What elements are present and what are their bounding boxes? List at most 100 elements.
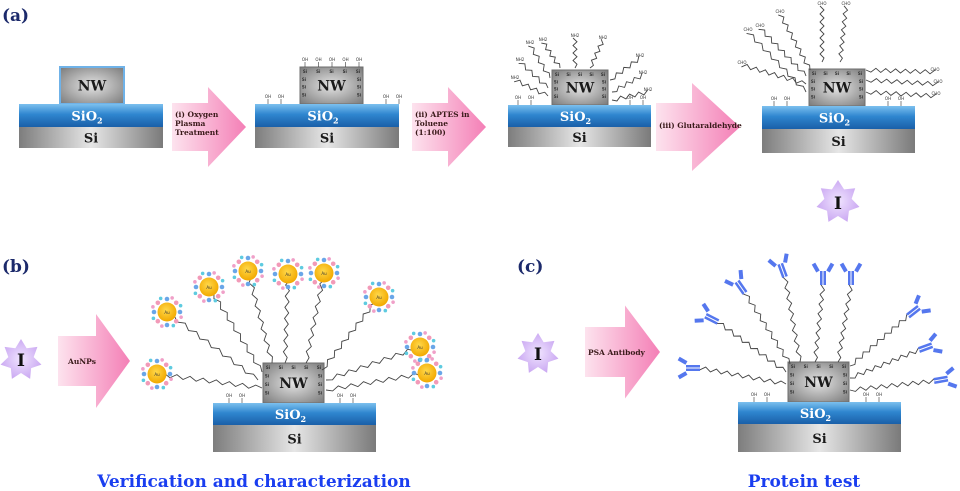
hydroxyl-label: OH <box>302 57 308 62</box>
glutaraldehyde-chain <box>746 32 807 93</box>
ligand-dot <box>411 370 417 376</box>
glutaraldehyde-chain <box>758 28 807 77</box>
antibody-arm <box>738 269 744 280</box>
antibody-icon <box>917 332 943 354</box>
hydroxyl-label: OH <box>784 96 790 101</box>
silicon-label: Si <box>812 71 817 76</box>
ligand-dot <box>437 370 443 376</box>
ligand-dot <box>300 277 304 281</box>
antibody-heavy-chain <box>848 271 851 285</box>
hydroxyl-label: OH <box>342 57 348 62</box>
gold-label: Au <box>285 272 291 277</box>
star-icon-a <box>816 180 860 222</box>
si-label: Si <box>812 432 826 447</box>
ligand-dot <box>418 357 423 362</box>
ligand-dot <box>151 305 155 309</box>
ligand-dot <box>404 344 410 350</box>
aptes-chain <box>572 37 578 69</box>
amine-label: NH2 <box>571 33 580 38</box>
antibody-arm <box>767 258 777 268</box>
amine-label: NH2 <box>639 70 648 75</box>
silicon-label: Si <box>317 365 322 370</box>
silicon-label: Si <box>835 71 840 76</box>
ligand-dot <box>424 357 430 363</box>
ligand-dot <box>221 290 225 294</box>
ligand-dot <box>193 280 197 284</box>
antibody-arm <box>826 262 835 273</box>
silicon-label: Si <box>823 71 828 76</box>
sio2-label: SiO2 <box>819 112 850 128</box>
sio2-label: SiO2 <box>560 110 591 126</box>
silicon-label: Si <box>329 69 334 74</box>
silicon-label: Si <box>843 373 848 378</box>
silicon-label: Si <box>357 85 362 90</box>
ligand-dot <box>141 367 145 371</box>
hydroxyl-label: OH <box>239 393 245 398</box>
ligand-dot <box>321 257 327 263</box>
antibody-icon <box>906 294 931 319</box>
ligand-dot <box>285 258 291 264</box>
nanowire-label: NW <box>317 79 346 95</box>
ligand-dot <box>411 366 415 370</box>
gold-core <box>278 264 298 284</box>
ligand-dot <box>220 278 225 283</box>
hydroxyl-label: OH <box>764 392 770 397</box>
silicon-label: Si <box>790 373 795 378</box>
ligand-dot <box>312 279 318 285</box>
antibody-heavy-chain <box>686 368 700 371</box>
antibody-arm <box>724 279 734 287</box>
ligand-dot <box>438 364 443 369</box>
si-label: Si <box>572 131 586 146</box>
antibody-arm <box>933 348 943 354</box>
gold-label: Au <box>321 271 327 276</box>
ligand-dot <box>173 300 179 306</box>
gold-label: Au <box>164 310 170 315</box>
ligand-dot <box>164 296 170 302</box>
hydroxyl-label: OH <box>863 392 869 397</box>
ligand-dot <box>241 283 245 287</box>
silicon-label: Si <box>790 381 795 386</box>
ligand-dot <box>413 359 417 363</box>
linker-chain <box>305 272 326 364</box>
linker-chain <box>156 372 263 389</box>
antibody-heavy-chain <box>780 262 788 277</box>
ligand-dot <box>151 316 156 321</box>
glutaraldehyde-chain <box>865 67 936 75</box>
amine-label: NH2 <box>526 40 535 45</box>
gold-core <box>199 277 219 297</box>
linker-chain <box>743 293 791 365</box>
antibody-heavy-chain <box>777 264 785 279</box>
silicon-label: Si <box>843 390 848 395</box>
antibody-arm <box>947 381 958 389</box>
panel-label-b: (b) <box>2 257 30 277</box>
aldehyde-label: CHO <box>738 60 747 65</box>
hydroxyl-label: OH <box>876 392 882 397</box>
linker-chain <box>325 370 427 392</box>
ligand-dot <box>179 315 183 319</box>
ligand-dot <box>148 358 153 363</box>
gold-nanoparticle: Au <box>272 258 304 290</box>
silicon-label: Si <box>602 79 607 84</box>
ligand-dot <box>420 385 424 389</box>
ligand-dot <box>197 293 203 299</box>
ligand-dot <box>408 335 414 341</box>
si-label: Si <box>320 132 334 147</box>
arrow-a3-text: (iii) Glutaraldehyde <box>659 121 742 130</box>
aldehyde-label: CHO <box>932 91 941 96</box>
ligand-dot <box>276 280 282 286</box>
arrow-a1-text-line2: Plasma <box>175 119 206 128</box>
hydroxyl-label: OH <box>528 95 534 100</box>
silicon-label: Si <box>811 79 816 84</box>
ligand-dot <box>193 284 199 290</box>
ligand-dot <box>206 271 212 277</box>
silicon-label: Si <box>357 92 362 97</box>
ligand-dot <box>391 300 395 304</box>
antibody-icon <box>694 302 720 325</box>
silicon-label: Si <box>811 87 816 92</box>
arrow-a1-text-line3: Treatment <box>175 128 219 137</box>
